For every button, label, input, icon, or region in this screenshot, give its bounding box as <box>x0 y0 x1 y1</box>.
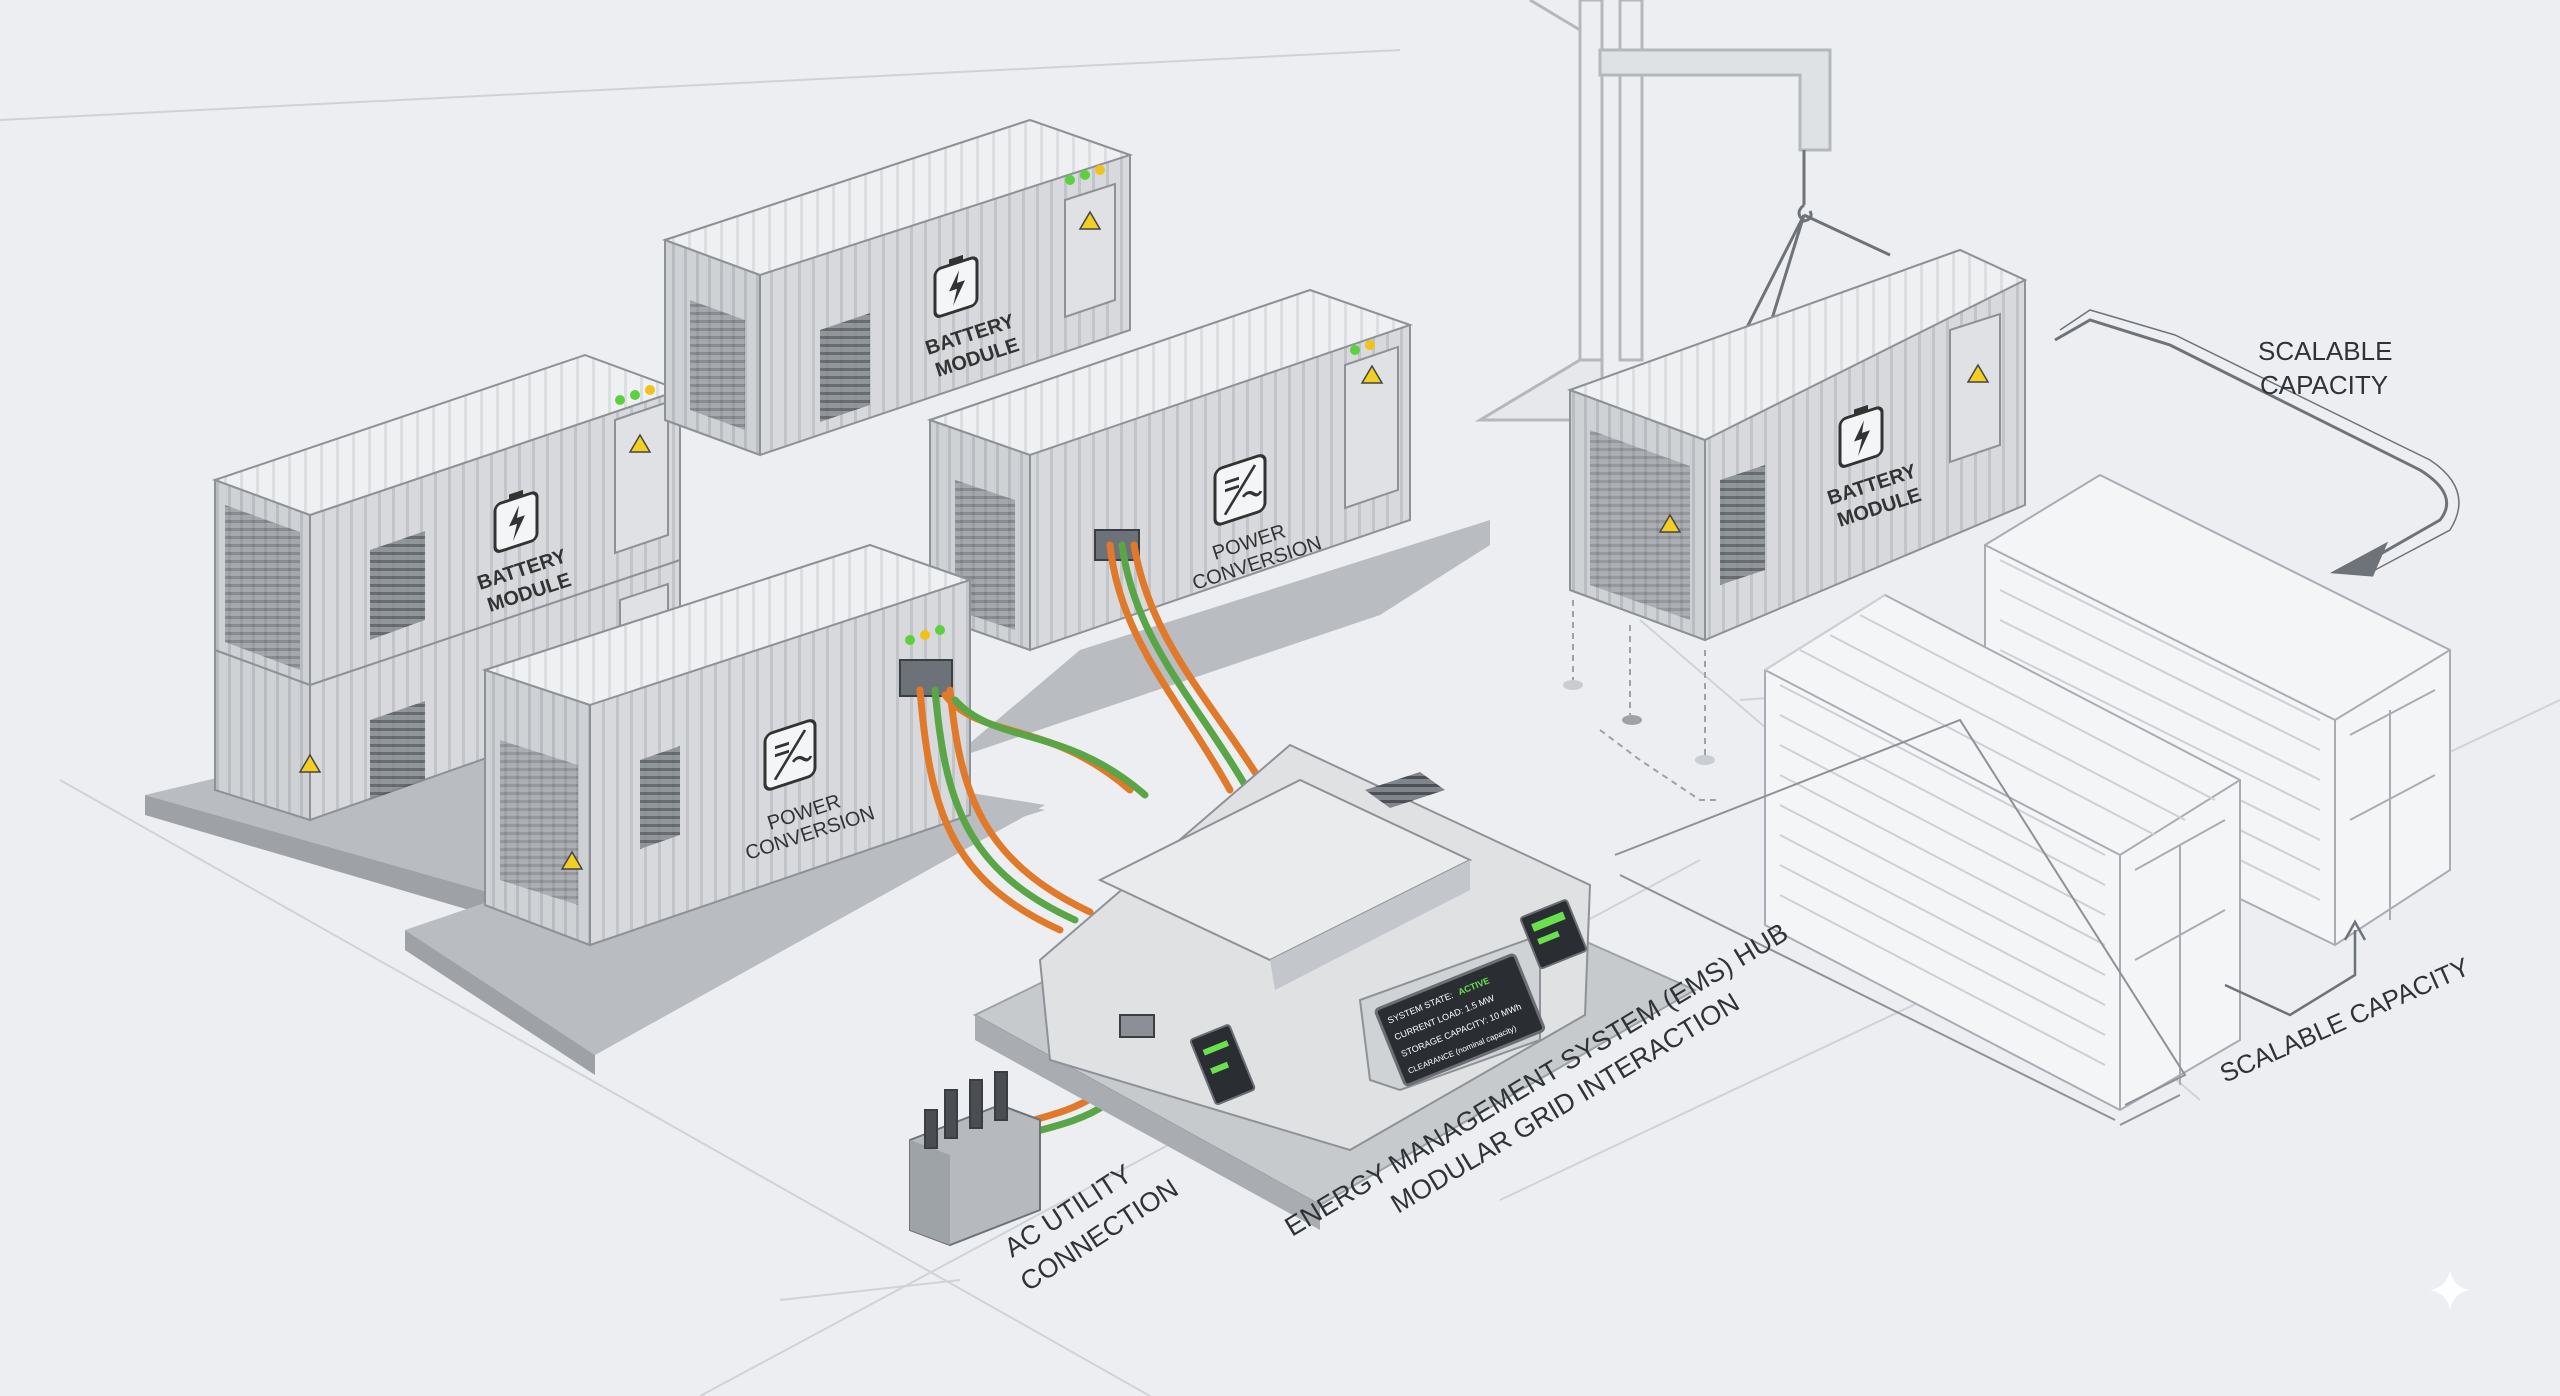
ems-hub: SYSTEM STATE: ACTIVE CURRENT LOAD: 1.5 M… <box>972 743 1698 1230</box>
power-conversion-icon <box>1213 454 1267 526</box>
ems-status-screen <box>1374 953 1546 1087</box>
ac-transformer <box>909 1071 1041 1247</box>
dimension-brackets <box>1614 718 2187 1126</box>
battery-module-stack-left: BATTERY MODULE <box>145 353 1045 960</box>
battery-icon <box>933 254 979 318</box>
scalable-capacity-top-1: SCALABLE <box>2258 336 2392 366</box>
warning-icon <box>1966 363 1990 383</box>
battery-module-stack-back: BATTERY MODULE <box>661 118 1134 457</box>
power-conversion-icon <box>763 719 817 791</box>
battery-module-suspended: BATTERY MODULE <box>1563 248 2028 801</box>
scalable-capacity-bottom: SCALABLE CAPACITY <box>2215 951 2474 1088</box>
power-conversion-container-front: POWER CONVERSION <box>405 543 1045 1075</box>
scalable-capacity-arrow-bottom <box>2224 919 2367 1017</box>
battery-icon <box>493 489 539 553</box>
expansion-containers-outline <box>1764 473 2451 1112</box>
warning-icon <box>560 850 584 870</box>
sparkle-icon <box>2430 1270 2470 1310</box>
scalable-capacity-arrow-top <box>2054 309 2460 577</box>
warning-icon <box>298 753 322 773</box>
battery-icon <box>1838 404 1884 468</box>
warning-icon <box>1658 513 1682 533</box>
warning-icon <box>1360 364 1384 384</box>
power-conversion-container-back: POWER CONVERSION <box>926 288 1490 760</box>
scalable-capacity-top-2: CAPACITY <box>2260 370 2388 400</box>
warning-icon <box>628 433 652 453</box>
warning-icon <box>1078 210 1102 230</box>
